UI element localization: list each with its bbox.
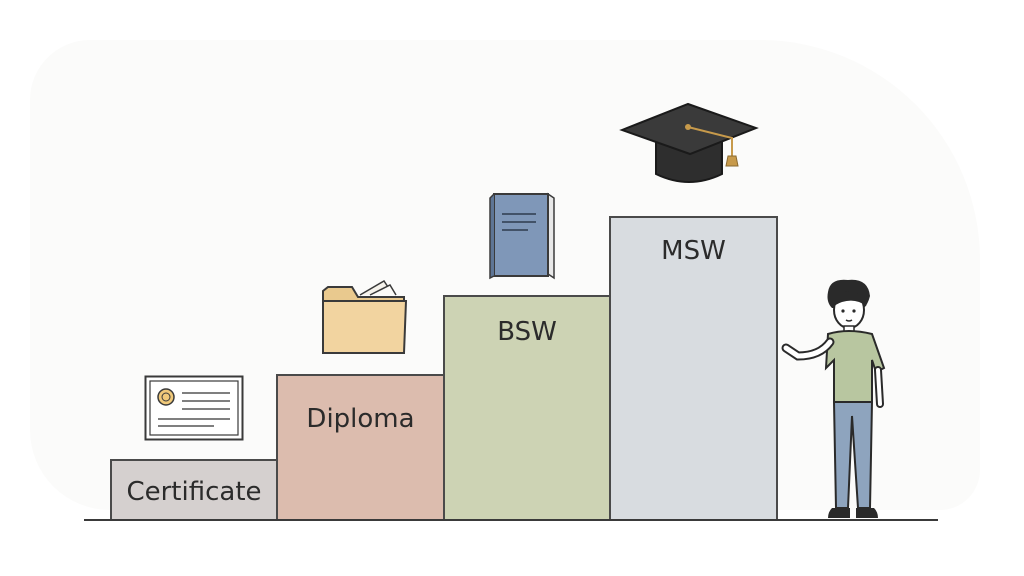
step-msw-label: MSW [661,236,726,266]
certificate-icon [144,375,244,441]
folder-icon [320,277,410,357]
step-certificate: Certificate [110,459,278,521]
step-msw: MSW [609,216,778,521]
step-diploma: Diploma [276,374,445,521]
student-figure [776,276,892,522]
step-bsw-label: BSW [497,317,557,347]
ground-line [84,519,938,521]
step-certificate-label: Certificate [126,477,262,507]
step-diploma-label: Diploma [306,404,415,434]
book-icon [488,190,558,280]
graduation-cap-icon [618,100,760,190]
step-bsw: BSW [443,295,611,521]
